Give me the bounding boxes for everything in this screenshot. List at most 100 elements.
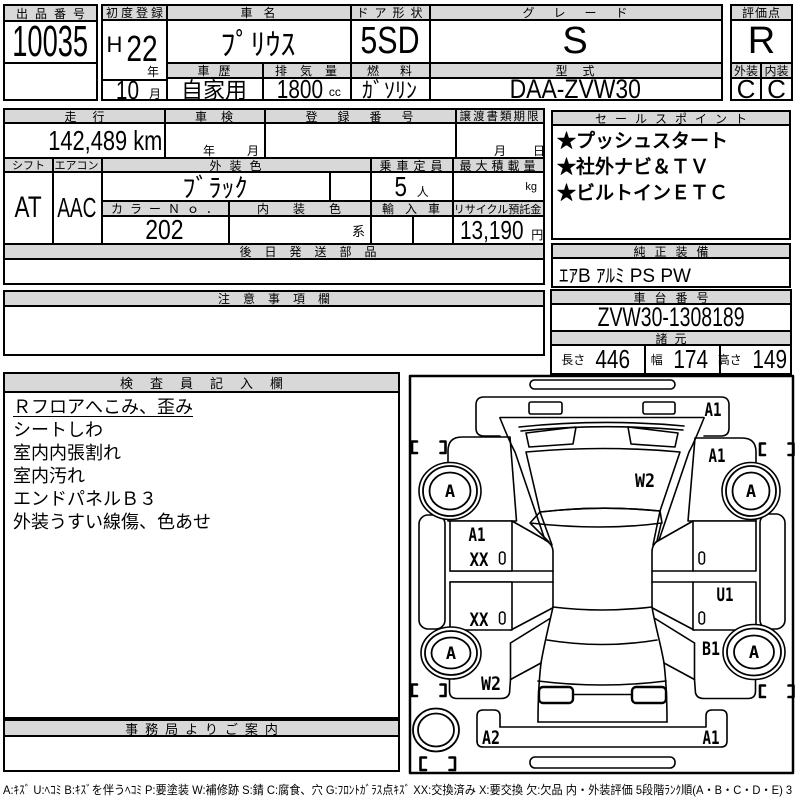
dimensions-width-text: 174 xyxy=(673,344,708,374)
body-line xyxy=(544,539,554,608)
body-line xyxy=(540,606,554,664)
grid-line xyxy=(370,159,372,243)
body-line xyxy=(758,442,767,457)
grid-line xyxy=(264,110,266,157)
grid-line xyxy=(552,344,790,346)
body-line xyxy=(520,425,684,432)
wheel-ring xyxy=(417,712,455,748)
damage-code: XX xyxy=(470,609,489,631)
model-code-label: 型式 xyxy=(429,64,721,78)
dimensions-label: 諸元 xyxy=(552,332,790,346)
car-damage-diagram: A1 A1 W2 A1 XX XX U1 B1 W2 A2 A1 A A A A xyxy=(408,374,795,775)
grid-line xyxy=(5,122,543,124)
front-bumper-shape xyxy=(475,396,730,437)
damage-code: B1 xyxy=(702,638,720,660)
dimensions-height-text: 149 xyxy=(752,344,787,374)
body-line xyxy=(510,607,554,631)
grid-line xyxy=(101,200,543,202)
grid-line xyxy=(5,305,543,307)
legend-text: A:ｷｽﾞ U:ﾍｺﾐ B:ｷｽﾞを伴うﾍｺﾐ P:要塗装 W:補修跡 S:錆 … xyxy=(3,781,797,798)
interior-score: C xyxy=(762,74,791,104)
body-line xyxy=(476,709,728,748)
front-bumper-top-strip xyxy=(529,379,676,390)
grid-line xyxy=(103,19,721,21)
inspector-notes: Ｒフロアへこみ、歪み シートしわ 室内内張割れ 室内汚れ エンドパネルＢ３ 外装… xyxy=(13,396,211,534)
status-aircon-text: AAC xyxy=(56,192,97,223)
door-handle xyxy=(698,551,706,565)
inspector-note-line: 外装うすい線傷、色あせ xyxy=(13,512,211,532)
grid-line xyxy=(164,110,166,157)
extcolor-label: 外装色 xyxy=(101,159,370,173)
left-rear-door xyxy=(449,581,513,631)
grid-line xyxy=(166,6,168,99)
chassis-number: ZVW30-1308189 xyxy=(552,302,790,332)
grid-line xyxy=(553,257,789,259)
sales-point-item: ★ビルトインＥＴＣ xyxy=(557,183,729,204)
damage-code: A xyxy=(749,643,759,663)
rating-score: R xyxy=(732,20,791,62)
body-line xyxy=(537,680,667,686)
rating-box: 評価点 R 外装 内装 C C xyxy=(730,4,793,104)
capacity-label: 乗車定員 xyxy=(370,159,452,173)
grid-line xyxy=(5,391,398,393)
first-registration-label: 初度登録 xyxy=(103,6,166,20)
body-line xyxy=(529,507,663,528)
wheel-ring xyxy=(430,636,472,670)
colorno-value: 202 xyxy=(101,214,228,245)
first-registration-value: H 22 xyxy=(105,21,164,77)
car-name-label: 車名 xyxy=(166,6,350,20)
grid-line xyxy=(329,173,331,200)
dimensions-length-label-text: 長さ xyxy=(561,353,586,367)
grade-label: グレード xyxy=(429,6,721,20)
inspector-note-line: エンドパネルＢ３ xyxy=(13,489,157,509)
inspector-box: 検査員記入欄 Ｒフロアへこみ、歪み シートしわ 室内内張割れ 室内汚れ エンドパ… xyxy=(3,372,400,719)
damage-code: A xyxy=(446,644,456,664)
body-line xyxy=(652,510,661,546)
inspection-label: 車検 xyxy=(164,110,264,124)
chassis-box: 車台番号 ZVW30-1308189 諸元 長さ 446 幅 174 高さ 14… xyxy=(550,289,792,375)
grid-line xyxy=(760,62,762,99)
sales-points-list: ★プッシュスタート ★社外ナビ＆ＴＶ ★ビルトインＥＴＣ xyxy=(557,129,728,207)
body-line xyxy=(663,662,696,681)
rating-exterior-text: C xyxy=(736,73,756,104)
fuel-label: 燃料 xyxy=(350,64,429,78)
displacement-value: 1800 cc xyxy=(262,74,350,104)
first-registration-year-unit: 年 xyxy=(147,65,160,79)
status-capacity-text: 5 xyxy=(394,170,408,202)
transfer-day-unit: 日 xyxy=(533,144,546,158)
vehicle-door-text: 5SD xyxy=(359,20,420,62)
body-line xyxy=(476,709,501,742)
mileage-label: 走行 xyxy=(5,110,164,124)
rear-bumper-bottom-strip xyxy=(529,756,676,769)
door-handle xyxy=(698,611,706,625)
model-code-value: DAA-ZVW30 xyxy=(429,74,721,104)
transfer-month-unit: 月 xyxy=(494,144,507,158)
grid-line xyxy=(228,202,230,243)
body-line xyxy=(525,426,577,448)
door-shape-label: ドア形状 xyxy=(350,6,429,20)
damage-code: U1 xyxy=(717,584,734,606)
grid-line xyxy=(644,346,646,373)
grid-line xyxy=(553,124,789,126)
later-parts-label: 後日発送部品 xyxy=(5,245,543,259)
diagram-border xyxy=(408,374,795,775)
office-label: 事務局よりご案内 xyxy=(5,721,398,737)
body-line xyxy=(651,607,695,631)
dimensions-width-label-text: 幅 xyxy=(650,353,663,367)
status-capacity-unit-text: 人 xyxy=(416,185,429,199)
dimension-width: 幅 174 xyxy=(644,344,719,374)
equipment-value: ｴｱB ｱﾙﾐ PS PW xyxy=(559,266,691,287)
exterior-label: 外装 xyxy=(732,64,760,78)
panel-shape xyxy=(642,401,676,415)
aircon-label: エアコン xyxy=(52,159,101,172)
wheel-ring xyxy=(733,634,775,670)
shift-label: シフト xyxy=(5,159,52,172)
status-mileage-text: 142,489 km xyxy=(47,124,162,156)
fuel-value: ｶﾞｿﾘﾝ xyxy=(361,78,417,103)
body-line xyxy=(509,617,551,644)
grid-line xyxy=(455,110,457,157)
left-front-fender xyxy=(447,436,518,522)
grid-line xyxy=(719,346,721,373)
equipment-box: 純正装備 ｴｱB ｱﾙﾐ PS PW xyxy=(551,243,791,288)
